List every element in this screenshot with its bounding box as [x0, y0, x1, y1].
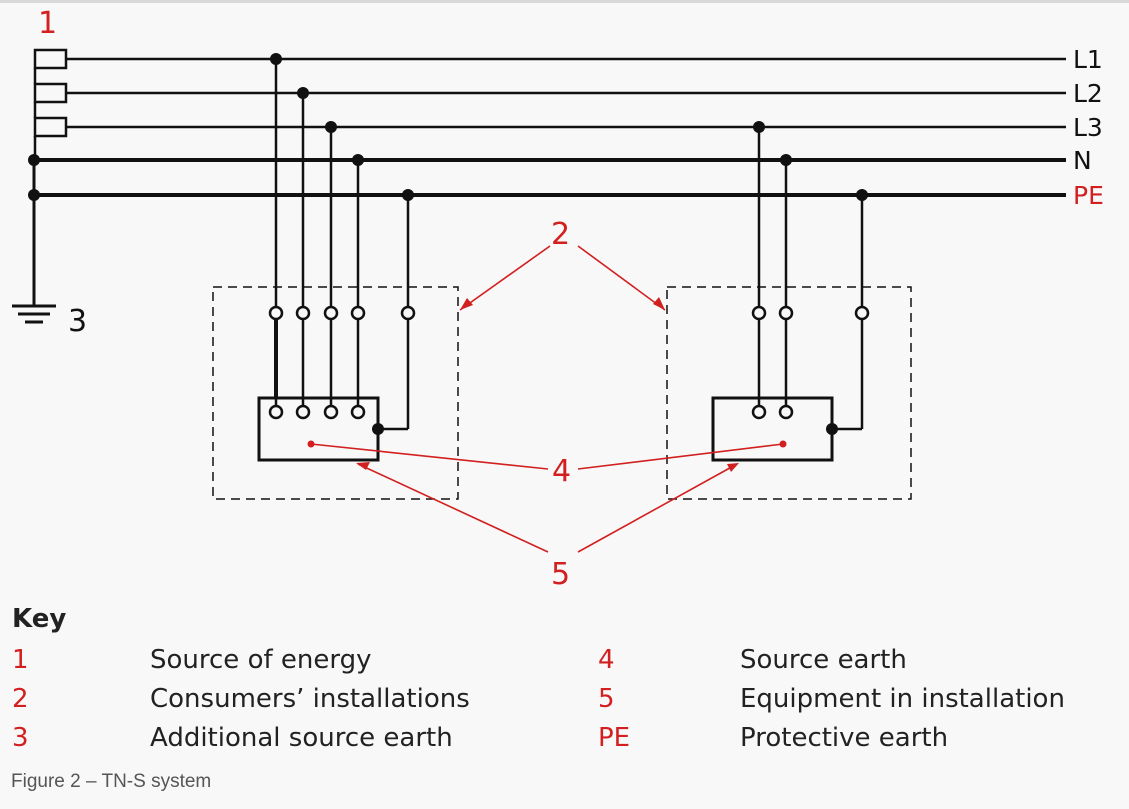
key-title: Key [12, 604, 67, 634]
key-label: Source of energy [150, 645, 372, 675]
earth-symbol [12, 160, 56, 324]
figure-caption: Figure 2 – TN-S system [11, 771, 212, 792]
key-number: 4 [598, 645, 615, 675]
installation-left [212, 286, 459, 500]
key-number: 1 [12, 645, 29, 675]
junction-dots [28, 53, 868, 435]
left-drops [274, 59, 410, 431]
top-border [0, 0, 1129, 3]
open-terminals [268, 305, 870, 420]
callout-additional-source-earth: 3 [68, 304, 87, 339]
key-label: Consumers’ installations [150, 684, 470, 714]
callout-lines [310, 245, 784, 553]
key-label: Source earth [740, 645, 907, 675]
key-item: 5 [598, 684, 615, 714]
key-item: 4 [598, 645, 615, 675]
callout-source-of-energy: 1 [38, 6, 57, 41]
key-label: Protective earth [740, 723, 949, 753]
key-item: 1 [12, 645, 29, 675]
conductor-label-l3: L3 [1073, 113, 1103, 142]
tn-s-diagram: 1 2 4 5 3 L1 L2 L3 N PE [12, 6, 1104, 592]
callout-source-earth: 4 [552, 454, 571, 489]
key-label: Additional source earth [150, 723, 453, 753]
callout-arrowheads [356, 297, 739, 472]
key-number: 5 [598, 684, 615, 714]
conductor-label-l2: L2 [1073, 79, 1103, 108]
key-number: 3 [12, 723, 29, 753]
conductor-label-n: N [1073, 146, 1092, 175]
callout-equipment: 5 [551, 557, 570, 592]
conductor-label-pe: PE [1073, 181, 1104, 210]
callout-consumers-installations: 2 [551, 217, 570, 252]
key-item: PE [598, 723, 630, 753]
right-drops [757, 127, 864, 431]
installation-right [666, 286, 912, 500]
key-number: 2 [12, 684, 29, 714]
bus-lines [34, 57, 1066, 197]
key-number: PE [598, 723, 631, 753]
key-item: 2 [12, 684, 29, 714]
conductor-label-l1: L1 [1073, 45, 1103, 74]
key-label: Equipment in installation [740, 684, 1065, 714]
source-windings [33, 48, 68, 160]
key-item: 3 [12, 723, 29, 753]
